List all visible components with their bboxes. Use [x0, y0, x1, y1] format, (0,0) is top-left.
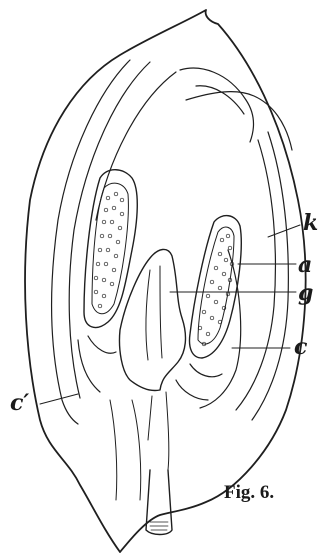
label-c: c [294, 336, 307, 358]
upper-fold-line-1 [180, 68, 253, 142]
base-stub-shading [150, 522, 168, 530]
sheath-line-right-3 [200, 250, 241, 408]
sheath-line-left-3 [96, 72, 176, 220]
pistil-vein-1 [146, 270, 150, 360]
upper-fold-line-2 [196, 86, 244, 114]
leader-c-prime [40, 394, 78, 404]
central-pistil [119, 249, 185, 390]
label-a: a [298, 254, 312, 276]
pistil-vein-2 [160, 266, 162, 358]
sheath-line-right-1 [252, 132, 288, 420]
sheath-line-left-1 [52, 60, 130, 424]
inner-stalk-lines [110, 392, 169, 500]
label-g: g [298, 282, 313, 304]
label-k: k [303, 212, 318, 234]
pollen-grains [94, 192, 234, 346]
base-stub [146, 470, 172, 535]
figure-caption: Fig. 6. [224, 482, 274, 504]
sheath-line-left-2 [69, 62, 150, 398]
outer-bract-outline [25, 10, 306, 552]
filament-left [78, 336, 116, 392]
upper-wavy-line [186, 92, 292, 150]
leader-k [268, 225, 300, 237]
sheath-line-right-2 [236, 140, 275, 410]
label-c-prime: c′ [10, 392, 29, 414]
filament-right [176, 364, 222, 400]
